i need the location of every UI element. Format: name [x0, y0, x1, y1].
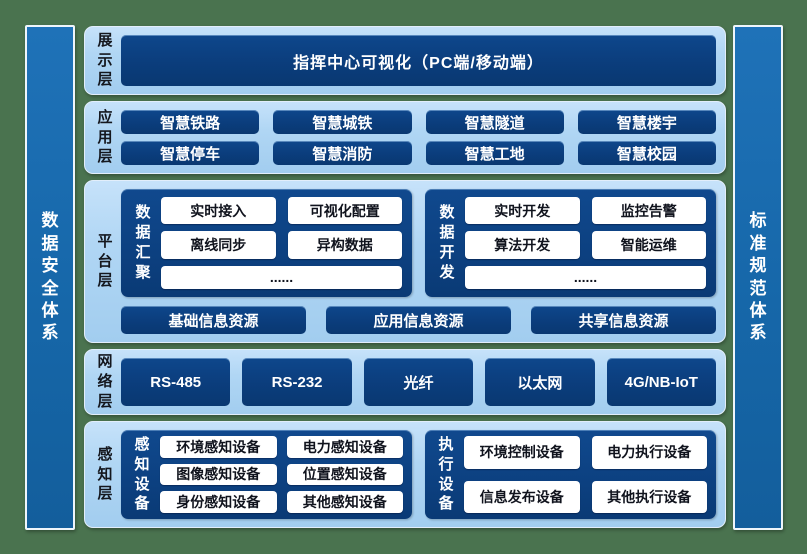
identity-sensing-box: 身份感知设备: [160, 491, 277, 513]
nbiot-box: 4G/NB-IoT: [606, 358, 716, 406]
app-item-smart-metro: 智慧城铁: [273, 110, 412, 134]
app-item-smart-building: 智慧楼宇: [577, 110, 716, 134]
application-items-grid: 智慧铁路 智慧城铁 智慧隧道 智慧楼宇 智慧停车 智慧消防 智慧工地 智慧校园: [121, 110, 716, 165]
data-security-bar: 数据安全体系: [25, 25, 75, 530]
platform-layer-panel: 平台层 数据汇聚 实时接入 可视化配置 离线同步 异构数据 ......: [84, 180, 726, 343]
perception-layer-panel: 感知层 感知设备 环境感知设备 电力感知设备 图像感知设备 位置感知设备 身份感…: [84, 421, 726, 528]
app-item-smart-campus: 智慧校园: [577, 141, 716, 165]
app-item-smart-parking: 智慧停车: [121, 141, 260, 165]
data-development-group: 数据开发 实时开发 监控告警 算法开发 智能运维 ......: [425, 189, 716, 297]
development-more-box: ......: [465, 265, 706, 289]
location-sensing-box: 位置感知设备: [286, 463, 403, 486]
visual-config-box: 可视化配置: [287, 197, 402, 225]
app-info-resource-box: 应用信息资源: [326, 306, 511, 334]
other-execution-box: 其他执行设备: [591, 480, 707, 513]
aggregation-more-box: ......: [161, 265, 402, 289]
fiber-box: 光纤: [363, 358, 474, 406]
basic-info-resource-box: 基础信息资源: [121, 306, 306, 334]
env-control-box: 环境控制设备: [464, 436, 580, 469]
data-aggregation-label: 数据汇聚: [135, 204, 151, 281]
network-layer-panel: 网络层 RS-485 RS-232 光纤 以太网 4G/NB-IoT: [84, 349, 726, 415]
offline-sync-box: 离线同步: [161, 231, 276, 259]
app-item-smart-site: 智慧工地: [425, 141, 564, 165]
app-item-smart-railway: 智慧铁路: [121, 110, 260, 134]
info-resources-row: 基础信息资源 应用信息资源 共享信息资源: [121, 306, 716, 334]
algorithm-dev-box: 算法开发: [465, 231, 580, 259]
realtime-access-box: 实时接入: [161, 197, 276, 225]
standard-spec-bar: 标准规范体系: [733, 25, 783, 530]
sensing-devices-label: 感知设备: [134, 435, 150, 513]
env-sensing-box: 环境感知设备: [160, 436, 277, 458]
info-publish-box: 信息发布设备: [464, 480, 580, 513]
app-item-smart-tunnel: 智慧隧道: [425, 110, 564, 134]
rs485-box: RS-485: [121, 358, 231, 406]
network-layer-label: 网络层: [97, 353, 113, 410]
perception-layer-label: 感知层: [97, 445, 113, 503]
display-layer-panel: 展示层 指挥中心可视化（PC端/移动端）: [84, 26, 726, 95]
shared-info-resource-box: 共享信息资源: [531, 306, 716, 334]
rs232-box: RS-232: [242, 358, 352, 406]
image-sensing-box: 图像感知设备: [160, 463, 277, 486]
network-items-grid: RS-485 RS-232 光纤 以太网 4G/NB-IoT: [121, 358, 716, 406]
monitor-alert-box: 监控告警: [591, 197, 706, 225]
data-security-bar-label: 数据安全体系: [41, 211, 59, 343]
app-item-smart-fire: 智慧消防: [273, 141, 412, 165]
application-layer-panel: 应用层 智慧铁路 智慧城铁 智慧隧道 智慧楼宇 智慧停车 智慧消防 智慧工地 智…: [84, 101, 726, 174]
sensing-devices-group: 感知设备 环境感知设备 电力感知设备 图像感知设备 位置感知设备 身份感知设备 …: [121, 430, 412, 519]
execution-devices-label: 执行设备: [438, 435, 454, 513]
intelligent-ops-box: 智能运维: [591, 231, 706, 259]
command-center-box: 指挥中心可视化（PC端/移动端）: [121, 35, 716, 86]
power-execution-box: 电力执行设备: [591, 436, 707, 469]
realtime-dev-box: 实时开发: [465, 197, 580, 225]
display-layer-label: 展示层: [97, 31, 113, 89]
data-development-label: 数据开发: [439, 204, 455, 281]
layer-stack: 展示层 指挥中心可视化（PC端/移动端） 应用层 智慧铁路 智慧城铁 智慧隧道 …: [84, 26, 726, 528]
platform-layer-label: 平台层: [97, 232, 113, 290]
ethernet-box: 以太网: [485, 358, 595, 406]
standard-spec-bar-label: 标准规范体系: [749, 211, 767, 343]
other-sensing-box: 其他感知设备: [286, 491, 403, 513]
heterogeneous-data-box: 异构数据: [287, 231, 402, 259]
data-aggregation-group: 数据汇聚 实时接入 可视化配置 离线同步 异构数据 ......: [121, 189, 412, 297]
power-sensing-box: 电力感知设备: [286, 436, 403, 458]
execution-devices-group: 执行设备 环境控制设备 电力执行设备 信息发布设备 其他执行设备: [425, 430, 716, 519]
application-layer-label: 应用层: [97, 108, 113, 166]
